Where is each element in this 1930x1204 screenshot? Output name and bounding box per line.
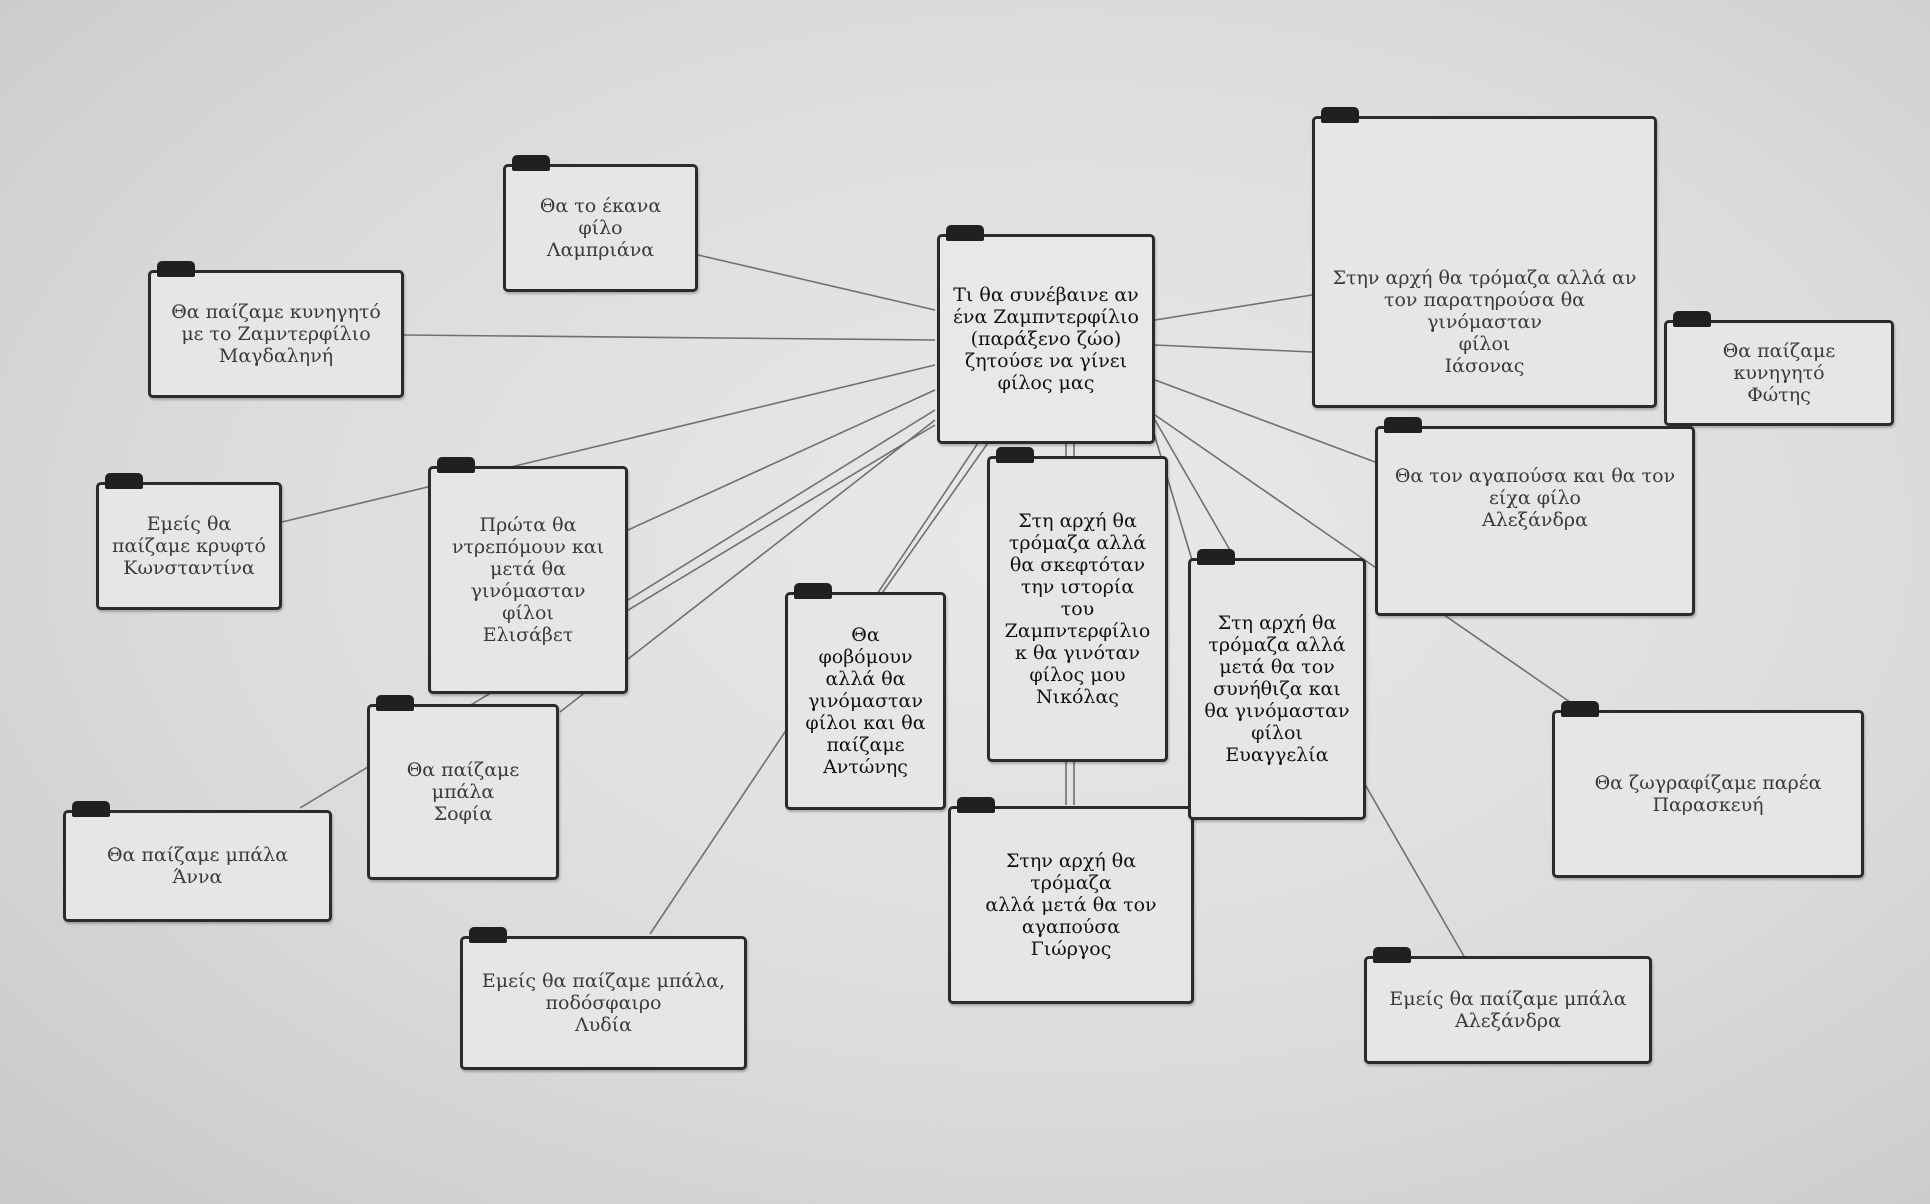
answer-text: Εμείς θα παίζαμε μπάλα, ποδόσφαιρο Λυδία [481, 970, 726, 1036]
answer-text: Στην αρχή θα τρόμαζα αλλά μετά θα τον αγ… [985, 850, 1157, 960]
answer-text: Στην αρχή θα τρόμαζα αλλά αν τον παρατηρ… [1332, 267, 1637, 377]
answer-text: Θα φοβόμουν αλλά θα γινόμασταν φίλοι και… [805, 624, 926, 778]
link-iasonas-2 [1154, 344, 1313, 353]
answer-text: Θα τον αγαπούσα και θα τον είχα φίλο Αλε… [1394, 465, 1676, 531]
answer-text: Εμείς θα παίζαμε μπάλα Αλεξάνδρα [1389, 988, 1627, 1032]
answer-node-sofia: Θα παίζαμε μπάλα Σοφία [367, 695, 559, 880]
answer-node-alexandra-1: Θα τον αγαπούσα και θα τον είχα φίλο Αλε… [1375, 417, 1695, 616]
answer-node-paraskevi: Θα ζωγραφίζαμε παρέα Παρασκευή [1552, 701, 1864, 878]
node-tab [1197, 549, 1235, 565]
node-tab [957, 797, 995, 813]
answer-text: Θα παίζαμε μπάλα Σοφία [406, 759, 520, 825]
link-evangelia [1149, 419, 1193, 561]
link-iasonas-1 [1154, 294, 1313, 321]
answer-text: Εμείς θα παίζαμε κρυφτό Κωνσταντίνα [112, 513, 266, 579]
answer-node-iasonas: Στην αρχή θα τρόμαζα αλλά αν τον παρατηρ… [1312, 107, 1657, 408]
node-tab [469, 927, 507, 943]
node-tab [157, 261, 195, 277]
node-tab [794, 583, 832, 599]
answer-node-antonis: Θα φοβόμουν αλλά θα γινόμασταν φίλοι και… [785, 583, 946, 810]
answer-node-nikolas: Στη αρχή θα τρόμαζα αλλά θα σκεφτόταν τη… [987, 447, 1168, 762]
answer-text: Θα παίζαμε μπάλα Άννα [106, 844, 289, 888]
answer-node-giorgos: Στην αρχή θα τρόμαζα αλλά μετά θα τον αγ… [948, 797, 1194, 1004]
answer-text: Στη αρχή θα τρόμαζα αλλά μετά θα τον συν… [1204, 612, 1350, 766]
node-tab [72, 801, 110, 817]
node-tab [437, 457, 475, 473]
answer-text: Στη αρχή θα τρόμαζα αλλά θα σκεφτόταν τη… [1004, 510, 1151, 708]
link-alexandra1 [1154, 379, 1376, 463]
answer-node-fotis: Θα παίζαμε κυνηγητό Φώτης [1664, 311, 1894, 426]
central-question-text: Τι θα συνέβαινε αν ένα Ζαμπντερφίλιο (πα… [953, 284, 1139, 394]
answer-node-elisavet: Πρώτα θα ντρεπόμουν και μετά θα γινόμαστ… [428, 457, 628, 694]
answer-text: Θα ζωγραφίζαμε παρέα Παρασκευή [1594, 772, 1822, 816]
answer-text: Θα το έκανα φίλο Λαμπριάνα [539, 195, 662, 261]
link-magdalini [403, 334, 936, 341]
node-tab [946, 225, 984, 241]
answer-node-magdalini: Θα παίζαμε κυνηγητό με το Ζαμντερφίλιο Μ… [148, 261, 404, 398]
answer-text: Πρώτα θα ντρεπόμουν και μετά θα γινόμαστ… [451, 514, 605, 646]
answer-text: Θα παίζαμε κυνηγητό Φώτης [1722, 340, 1836, 406]
answer-node-alexandra-2: Εμείς θα παίζαμε μπάλα Αλεξάνδρα [1364, 947, 1652, 1064]
link-elisavet-1 [627, 389, 936, 531]
node-tab [512, 155, 550, 171]
link-elisavet-2 [627, 409, 936, 601]
node-tab [1384, 417, 1422, 433]
node-tab [105, 473, 143, 489]
node-tab [376, 695, 414, 711]
link-konstantina [281, 364, 936, 523]
answer-node-evangelia: Στη αρχή θα τρόμαζα αλλά μετά θα τον συν… [1188, 549, 1366, 820]
node-tab [1673, 311, 1711, 327]
link-lamprianna [697, 254, 936, 311]
central-question-node: Τι θα συνέβαινε αν ένα Ζαμπντερφίλιο (πα… [937, 225, 1155, 444]
answer-text: Θα παίζαμε κυνηγητό με το Ζαμντερφίλιο Μ… [171, 301, 381, 367]
answer-node-konstantina: Εμείς θα παίζαμε κρυφτό Κωνσταντίνα [96, 473, 282, 610]
node-tab [1321, 107, 1359, 123]
node-tab [996, 447, 1034, 463]
node-tab [1373, 947, 1411, 963]
answer-node-lydia: Εμείς θα παίζαμε μπάλα, ποδόσφαιρο Λυδία [460, 927, 747, 1070]
answer-node-anna: Θα παίζαμε μπάλα Άννα [63, 801, 332, 922]
node-tab [1561, 701, 1599, 717]
link-antonis [879, 439, 991, 597]
answer-node-lamprianna: Θα το έκανα φίλο Λαμπριάνα [503, 155, 698, 292]
